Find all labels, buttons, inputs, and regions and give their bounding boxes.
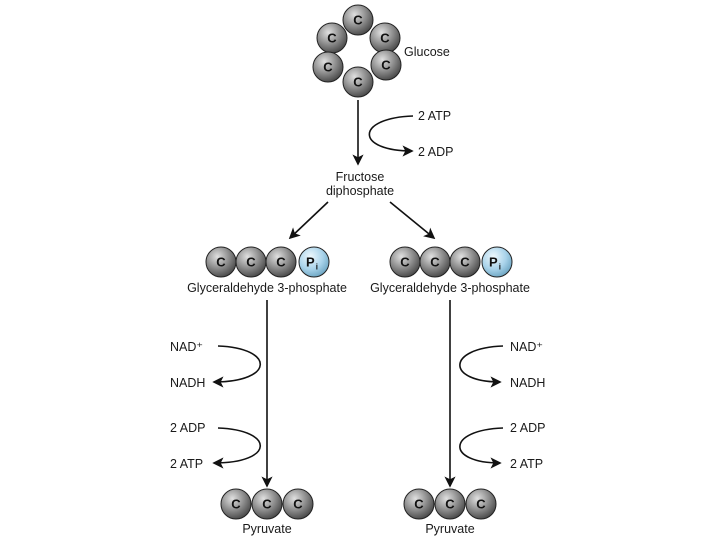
step1-atp-label: 2 ATP: [418, 109, 451, 123]
svg-text:C: C: [323, 60, 333, 75]
svg-text:C: C: [430, 255, 440, 270]
left-nad-label: NAD⁺: [170, 340, 203, 354]
carbon-atom: C: [434, 488, 466, 520]
svg-text:C: C: [353, 75, 363, 90]
carbon-atom: C: [342, 66, 374, 98]
carbon-atom: C: [235, 246, 267, 278]
g3p-label-right: Glyceraldehyde 3-phosphate: [370, 281, 530, 295]
pyruvate-label-right: Pyruvate: [425, 522, 474, 536]
left-nadh-label: NADH: [170, 376, 205, 390]
left-nad-arrow: [212, 345, 261, 388]
carbon-atom: C: [389, 246, 421, 278]
svg-text:C: C: [231, 497, 241, 512]
carbon-atom: C: [370, 49, 402, 81]
left-atp-label: 2 ATP: [170, 457, 203, 471]
carbon-atom: C: [449, 246, 481, 278]
svg-text:C: C: [445, 497, 455, 512]
carbon-atom: C: [342, 4, 374, 36]
fructose-label-line1: Fructose: [336, 170, 385, 184]
right-nadh-label: NADH: [510, 376, 545, 390]
svg-text:C: C: [246, 255, 256, 270]
carbon-atom: C: [419, 246, 451, 278]
right-atp-label: 2 ATP: [510, 457, 543, 471]
carbon-atom: C: [205, 246, 237, 278]
right-atp-arrow: [459, 427, 504, 469]
carbon-atom: C: [282, 488, 314, 520]
svg-text:C: C: [476, 497, 486, 512]
right-nad-label: NAD⁺: [510, 340, 543, 354]
svg-text:C: C: [460, 255, 470, 270]
g3p-molecule-right: C C C Pi: [389, 246, 513, 278]
svg-text:C: C: [262, 497, 272, 512]
split-arrow-left: [288, 201, 329, 240]
phosphate-atom: Pi: [298, 246, 330, 278]
right-adp-label: 2 ADP: [510, 421, 545, 435]
carbon-atom: C: [265, 246, 297, 278]
carbon-atom: C: [220, 488, 252, 520]
split-arrow-right: [389, 201, 436, 240]
svg-text:C: C: [400, 255, 410, 270]
g3p-label-left: Glyceraldehyde 3-phosphate: [187, 281, 347, 295]
fructose-label-line2: diphosphate: [326, 184, 394, 198]
pyruvate-label-left: Pyruvate: [242, 522, 291, 536]
svg-text:C: C: [276, 255, 286, 270]
glucose-molecule: C C C C C C: [312, 4, 402, 98]
carbon-atom: C: [312, 51, 344, 83]
svg-text:C: C: [293, 497, 303, 512]
svg-text:C: C: [327, 31, 337, 46]
svg-text:C: C: [381, 58, 391, 73]
phosphate-atom: Pi: [481, 246, 513, 278]
svg-text:C: C: [216, 255, 226, 270]
svg-text:C: C: [380, 31, 390, 46]
svg-text:Pi: Pi: [489, 255, 501, 272]
svg-text:C: C: [414, 497, 424, 512]
svg-text:Pi: Pi: [306, 255, 318, 272]
left-adp-label: 2 ADP: [170, 421, 205, 435]
step1-adp-label: 2 ADP: [418, 145, 453, 159]
left-atp-arrow: [212, 427, 261, 469]
right-nad-arrow: [459, 345, 504, 388]
carbon-atom: C: [369, 22, 401, 54]
g3p-molecule-left: C C C Pi: [205, 246, 330, 278]
carbon-atom: C: [251, 488, 283, 520]
carbon-atom: C: [465, 488, 497, 520]
pyruvate-molecule-left: C C C: [220, 488, 314, 520]
carbon-atom: C: [403, 488, 435, 520]
atp-consumption-arrow: [368, 115, 414, 157]
glucose-label: Glucose: [404, 45, 450, 59]
carbon-atom: C: [316, 22, 348, 54]
svg-text:C: C: [353, 13, 363, 28]
pyruvate-molecule-right: C C C: [403, 488, 497, 520]
